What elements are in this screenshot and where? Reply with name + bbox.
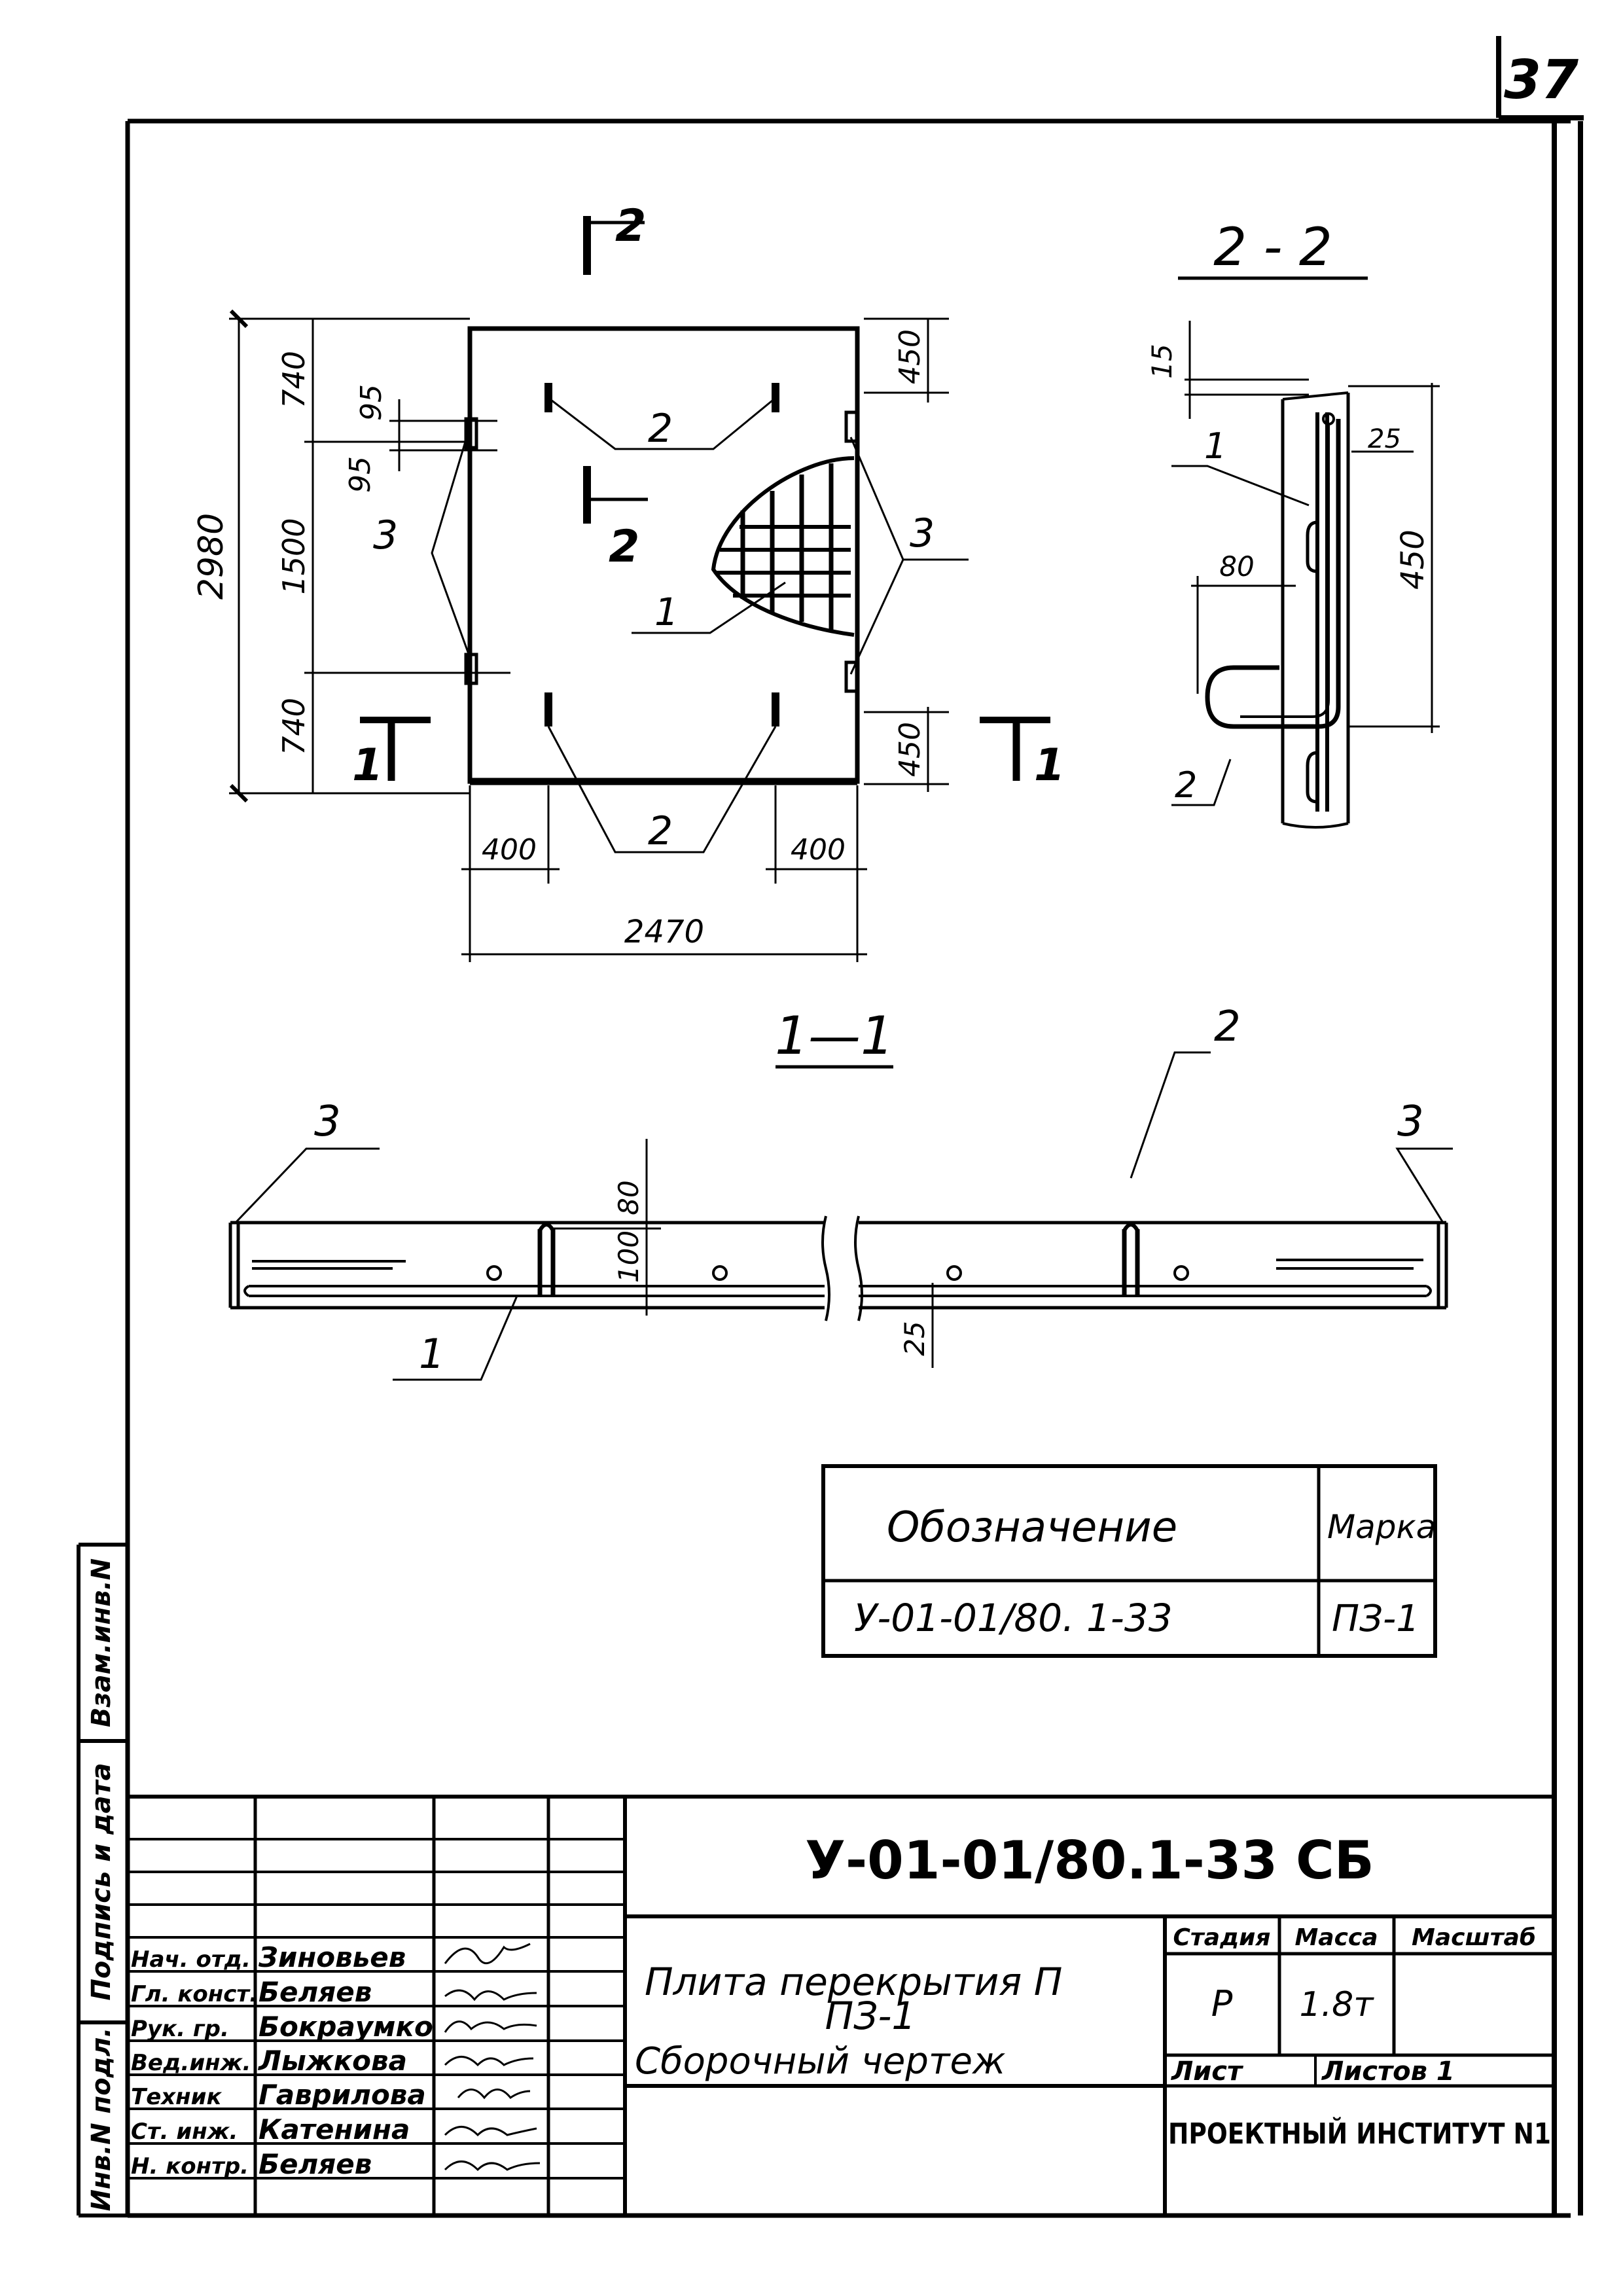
staff-role-3: Вед.инж. (131, 2050, 251, 2076)
section-2-label-top: 2 (615, 200, 646, 252)
staff-role-4: Техник (131, 2084, 222, 2110)
dim-gap-a: 95 (355, 384, 388, 421)
dim-11-h100: 100 (613, 1230, 645, 1283)
callout-mesh: 1 (654, 590, 679, 634)
dim-total-height: 2980 (192, 513, 231, 600)
section-1-label-left: 1 (352, 740, 383, 791)
section-1-1-labels: 1—1 100 80 25 3 3 2 1 (314, 1003, 1424, 1378)
plate-plan-br (844, 660, 859, 693)
plate-plan-tr (844, 410, 859, 443)
section-2-2 (1171, 276, 1440, 829)
plate-plan-tl (464, 417, 478, 450)
callout-loops-bottom: 2 (648, 808, 673, 854)
side-strip (77, 1543, 128, 2217)
dim-left-offset: 400 (482, 833, 537, 867)
dim-11-bottom: 25 (899, 1321, 931, 1355)
callout-22-loop: 2 (1175, 764, 1197, 806)
section-2-2-labels: 2 - 2 15 25 450 80 1 2 (1146, 217, 1431, 806)
title-block (128, 1795, 1554, 2215)
doc-code: У-01-01/80.1-33 СБ (805, 1830, 1374, 1891)
sheet-number-box: 37 (1496, 36, 1584, 120)
callout-plates-right: 3 (910, 511, 935, 556)
sheets-label: Листов 1 (1321, 2056, 1455, 2087)
side-label-replace: Взам.инв.N (86, 1558, 116, 1727)
staff-name-6: Беляев (259, 2148, 372, 2180)
plan-labels: 2 2 1 1 2980 740 1500 740 95 95 450 450 … (192, 200, 1065, 950)
item-name-line3: Сборочный чертеж (635, 2040, 1005, 2083)
callout-11-plate-left: 3 (314, 1098, 341, 1146)
spec-cell-mark: ПЗ-1 (1332, 1598, 1419, 1640)
spec-header-designation: Обозначение (887, 1503, 1177, 1552)
callout-11-mesh: 1 (419, 1330, 444, 1378)
staff-role-5: Ст. инж. (131, 2119, 238, 2145)
staff-name-4: Гаврилова (259, 2079, 426, 2111)
staff-name-0: Зиновьев (258, 1941, 406, 1973)
section-1-label-right: 1 (1034, 740, 1065, 791)
side-label-inventory: Инв.N подл. (86, 2028, 116, 2212)
callout-22-mesh: 1 (1204, 425, 1226, 467)
mass-header: Масса (1294, 1924, 1378, 1951)
section-2-2-title: 2 - 2 (1213, 217, 1332, 278)
organization: ПРОЕКТНЫЙ ИНСТИТУТ N1 (1168, 2116, 1551, 2151)
section-1-1-title: 1—1 (775, 1005, 894, 1066)
dim-22-top: 15 (1146, 344, 1178, 378)
stage-value: Р (1211, 1983, 1233, 2024)
staff-role-6: Н. контр. (131, 2153, 249, 2179)
staff-name-3: Лыжкова (257, 2045, 407, 2077)
sheet-number: 37 (1504, 49, 1578, 111)
slab-outline (467, 326, 860, 784)
staff-name-5: Катенина (259, 2113, 410, 2145)
mesh-cutaway (711, 456, 855, 637)
plan-dimension-lines (229, 309, 949, 962)
dim-right-offset: 400 (791, 833, 846, 867)
staff-name-2: Бокраумко (259, 2011, 433, 2043)
spec-table: Обозначение Марка У-01-01/80. 1-33 ПЗ-1 (821, 1464, 1437, 1658)
dim-bottom-segment: 740 (276, 698, 312, 755)
dim-22-loop: 80 (1219, 550, 1254, 583)
plan-view (229, 216, 1050, 962)
dim-total-width: 2470 (624, 914, 704, 950)
callout-plates-left: 3 (373, 512, 398, 558)
item-name-line1: Плита перекрытия П (645, 1960, 1062, 2004)
section-2-label-mid: 2 (609, 521, 639, 573)
dim-right-top: 450 (893, 329, 927, 384)
staff-role-1: Гл. конст. (131, 1981, 258, 2007)
callout-loops-top: 2 (648, 406, 673, 452)
dim-22-height: 450 (1395, 529, 1431, 590)
spec-header-mark: Марка (1327, 1508, 1436, 1546)
plate-plan-bl (464, 653, 478, 685)
side-label-signature: Подпись и дата (86, 1763, 116, 2000)
staff-role-2: Рук. гр. (131, 2016, 229, 2042)
sheet-frame (125, 118, 1583, 2218)
title-block-text: У-01-01/80.1-33 СБ Плита перекрытия П ПЗ… (635, 1830, 1551, 2151)
staff-rows: Нач. отд. Зиновьев Гл. конст. Беляев Рук… (131, 1941, 433, 2180)
staff-role-0: Нач. отд. (131, 1946, 251, 1973)
callout-11-loop: 2 (1214, 1003, 1241, 1051)
item-name-line2: ПЗ-1 (825, 1994, 916, 2038)
stage-header: Стадия (1173, 1924, 1271, 1951)
dim-11-h80: 80 (613, 1180, 645, 1215)
scale-header: Масштаб (1412, 1924, 1536, 1951)
plan-leaders (431, 397, 969, 853)
callout-11-plate-right: 3 (1397, 1098, 1424, 1146)
dim-middle-segment: 1500 (276, 518, 312, 594)
side-strip-labels: Взам.инв.N Подпись и дата Инв.N подл. (86, 1558, 116, 2212)
sheet-label: Лист (1171, 2056, 1244, 2087)
spec-cell-designation: У-01-01/80. 1-33 (854, 1596, 1173, 1640)
mass-value: 1.8т (1300, 1985, 1375, 2024)
dim-right-bottom: 450 (893, 722, 927, 777)
dim-top-segment: 740 (276, 351, 312, 408)
dim-22-edge: 25 (1368, 424, 1401, 454)
dim-gap-b: 95 (344, 456, 377, 493)
staff-name-1: Беляев (259, 1976, 372, 2008)
section-1-1 (228, 1051, 1453, 1381)
